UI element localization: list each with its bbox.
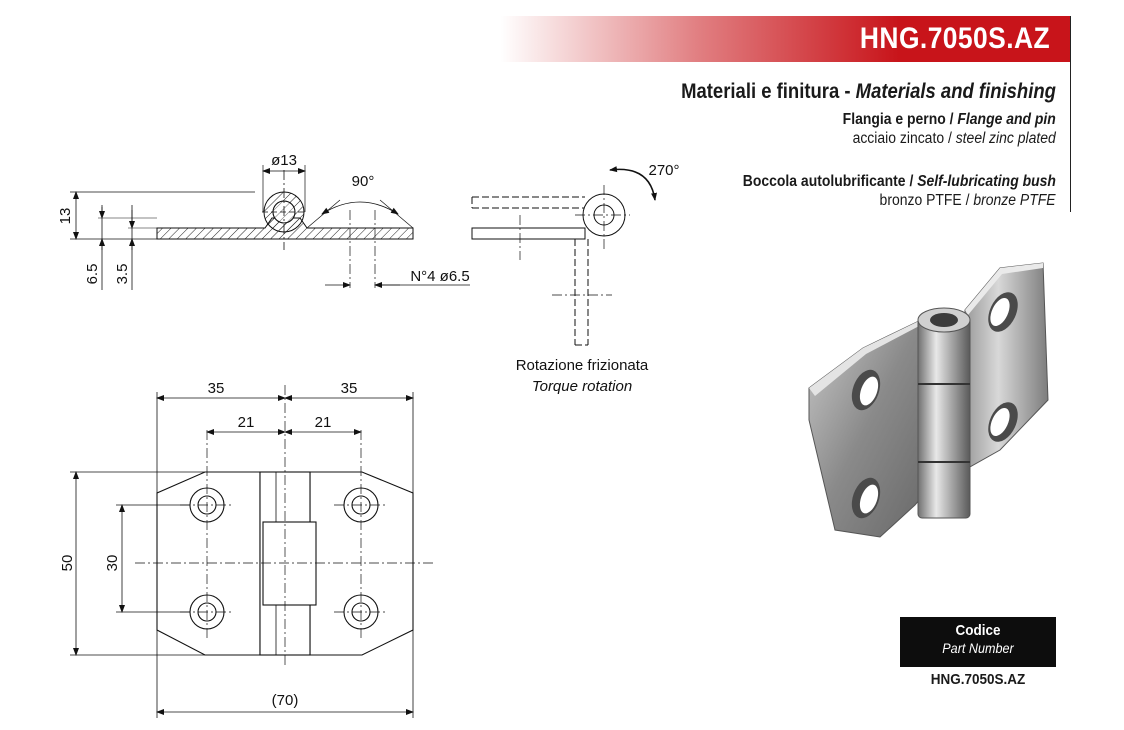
bush-value: bronzo PTFE / bronze PTFE bbox=[880, 192, 1056, 210]
part-number-label-it: Codice bbox=[955, 622, 1001, 639]
rotation-flange-dashed-down bbox=[574, 239, 589, 346]
front-right-leaf bbox=[309, 471, 414, 656]
rotation-view bbox=[471, 166, 657, 346]
dim-holes: N°4 ø6.5 bbox=[410, 268, 469, 285]
flange-label-it: Flangia e perno / bbox=[842, 111, 958, 128]
front-left-leaf bbox=[156, 471, 261, 656]
dim-angle-90: 90° bbox=[352, 173, 375, 190]
dim-13: 13 bbox=[57, 208, 74, 225]
rotation-flange-dashed-top bbox=[471, 196, 585, 209]
header-vertical-rule bbox=[1070, 16, 1071, 212]
dim-6-5: 6.5 bbox=[84, 264, 101, 285]
dim-front-70: (70) bbox=[272, 692, 299, 709]
dim-3-5: 3.5 bbox=[114, 264, 131, 285]
dim-front-21-right: 21 bbox=[315, 414, 332, 431]
dim-dia13: ø13 bbox=[271, 152, 297, 169]
hinge-3d-hole-2 bbox=[851, 477, 881, 519]
flange-label-en: Flange and pin bbox=[957, 111, 1056, 128]
bush-value-en: bronze PTFE bbox=[973, 192, 1056, 209]
dim-front-30: 30 bbox=[104, 555, 121, 572]
hinge-3d-hole-1 bbox=[851, 369, 881, 411]
materials-title-it: Materiali e finitura - bbox=[681, 80, 856, 103]
rotation-arrow bbox=[609, 166, 657, 201]
bush-value-it: bronzo PTFE / bbox=[880, 192, 974, 209]
front-view bbox=[70, 385, 435, 718]
dim-front-35-left: 35 bbox=[208, 380, 225, 397]
header-banner: HNG.7050S.AZ bbox=[500, 16, 1070, 62]
flange-value-it: acciaio zincato / bbox=[852, 130, 956, 147]
rotation-flange-fixed bbox=[471, 227, 586, 240]
flange-value: acciaio zincato / steel zinc plated bbox=[853, 130, 1056, 148]
product-code-title: HNG.7050S.AZ bbox=[859, 22, 1050, 55]
bush-label: Boccola autolubrificante / Self-lubricat… bbox=[743, 173, 1056, 191]
dim-front-35-right: 35 bbox=[341, 380, 358, 397]
part-number-box: Codice Part Number bbox=[900, 617, 1056, 667]
hinge-3d-render bbox=[808, 262, 1049, 538]
flange-label: Flangia e perno / Flange and pin bbox=[843, 111, 1056, 129]
bush-label-it: Boccola autolubrificante / bbox=[742, 173, 918, 190]
hinge-3d-hole-3 bbox=[988, 292, 1018, 332]
dim-front-50: 50 bbox=[59, 555, 76, 572]
bush-label-en: Self-lubricating bush bbox=[917, 173, 1056, 190]
dim-front-21-left: 21 bbox=[238, 414, 255, 431]
materials-title: Materiali e finitura - Materials and fin… bbox=[681, 80, 1056, 104]
rotation-caption-it: Rotazione frizionata bbox=[516, 357, 649, 374]
flange-value-en: steel zinc plated bbox=[955, 130, 1056, 147]
hinge-3d-hole-4 bbox=[988, 402, 1018, 442]
rotation-angle: 270° bbox=[648, 162, 679, 179]
front-knuckle-middle bbox=[262, 521, 317, 606]
part-number-label-en: Part Number bbox=[942, 640, 1014, 656]
materials-title-en: Materials and finishing bbox=[855, 80, 1056, 103]
part-number-code: HNG.7050S.AZ bbox=[930, 671, 1026, 688]
rotation-caption-en: Torque rotation bbox=[532, 378, 632, 395]
side-view bbox=[70, 165, 470, 290]
